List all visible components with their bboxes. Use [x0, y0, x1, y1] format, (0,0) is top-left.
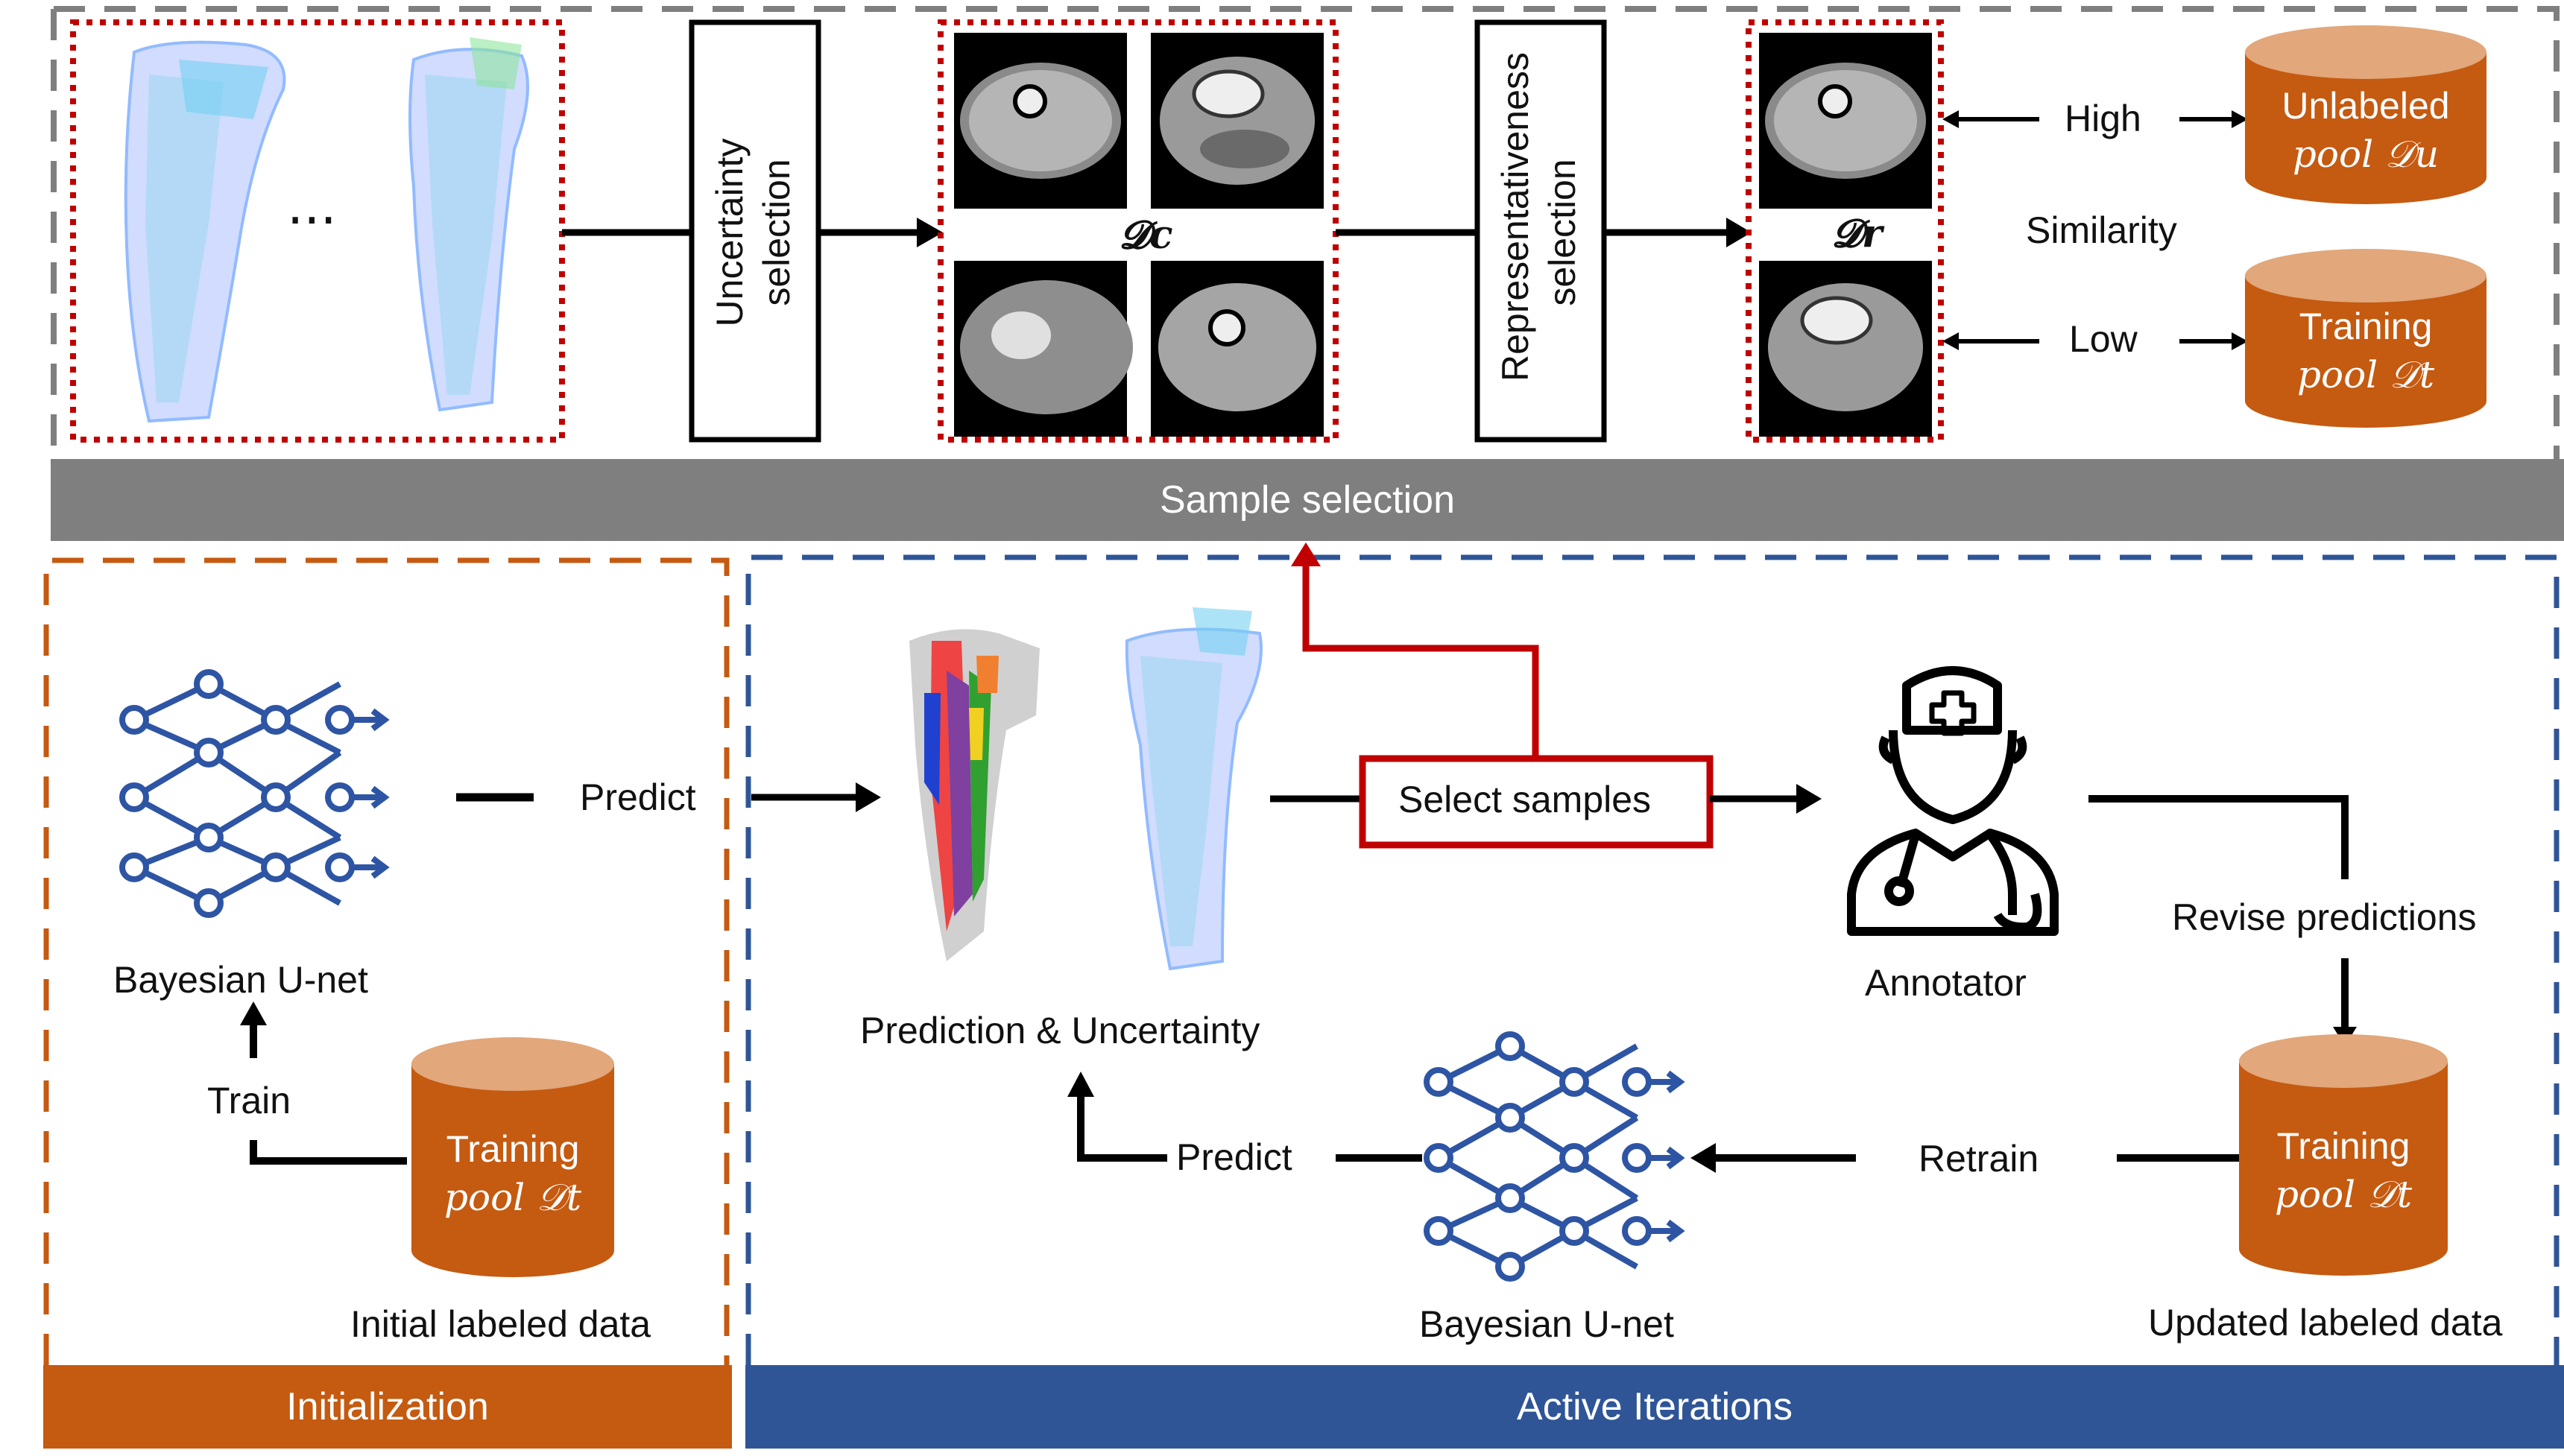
sample-selection-bar: Sample selection — [51, 459, 2564, 541]
arrowhead-dr — [1726, 218, 1752, 247]
mri-slices-dc — [954, 33, 1324, 437]
training-pool-text-active: Training pool 𝒟t — [2274, 1125, 2413, 1216]
annotator-label: Annotator — [1865, 962, 2027, 1004]
dr-panel — [1746, 19, 1944, 443]
init-train-label: Train — [207, 1080, 291, 1121]
sample-selection-title: Sample selection — [1160, 478, 1455, 522]
ellipsis-text: ··· — [287, 190, 337, 251]
training-pool-cylinder-active — [2239, 1034, 2448, 1276]
select-samples-feedback-line — [1302, 557, 1539, 757]
representativeness-selection-label: Representativeness selection — [1494, 52, 1583, 382]
prediction-uncertainty-label: Prediction & Uncertainty — [860, 1010, 1260, 1051]
uncertainty-selection-label: Uncertainty selection — [709, 138, 798, 327]
revise-connector-top — [2088, 795, 2349, 879]
initialization-bar: Initialization — [43, 1365, 732, 1449]
leg-volume-1 — [124, 40, 286, 423]
revise-predictions-label: Revise predictions — [2172, 896, 2477, 938]
high-label: High — [2065, 98, 2141, 139]
uncertainty-map-image — [1125, 607, 1263, 971]
bayesian-unet-icon-init — [119, 669, 390, 918]
active-predict-label: Predict — [1176, 1136, 1292, 1178]
annotator-icon — [1847, 666, 2059, 936]
similarity-label: Similarity — [2026, 209, 2177, 251]
train-connector — [250, 1140, 407, 1165]
active-iterations-title: Active Iterations — [1517, 1385, 1793, 1428]
initial-labeled-data-label: Initial labeled data — [350, 1303, 651, 1345]
bayesian-unet-icon-active — [1424, 1031, 1685, 1282]
predict-connector-active — [1077, 1095, 1167, 1162]
uncertainty-selection-box — [689, 19, 821, 443]
dc-label: 𝓓c — [1120, 212, 1173, 258]
prediction-segmentation-image — [909, 629, 1040, 961]
representativeness-selection-box — [1474, 19, 1607, 443]
dr-label: 𝓓r — [1832, 211, 1883, 256]
select-samples-box — [1359, 755, 1714, 849]
active-network-label: Bayesian U-net — [1419, 1303, 1674, 1345]
select-samples-label: Select samples — [1398, 779, 1652, 820]
training-pool-cylinder-init — [411, 1037, 614, 1277]
arrowhead-dc — [917, 218, 943, 247]
unlabeled-pool-cylinder — [2245, 25, 2486, 204]
init-network-label: Bayesian U-net — [113, 959, 368, 1001]
active-iterations-bar: Active Iterations — [745, 1365, 2564, 1449]
training-pool-cylinder-top — [2245, 249, 2486, 428]
mri-slices-dr — [1759, 33, 1932, 437]
initialization-frame — [43, 557, 730, 1365]
training-pool-text-top: Training pool 𝒟t — [2296, 306, 2435, 396]
initialization-title: Initialization — [286, 1385, 489, 1428]
training-pool-text-init: Training pool 𝒟t — [443, 1128, 582, 1219]
select-samples-feedback-arrowhead — [1291, 542, 1321, 566]
updated-labeled-data-label: Updated labeled data — [2148, 1302, 2503, 1343]
sample-selection-frame-top — [54, 6, 2560, 462]
init-predict-label: Predict — [580, 776, 696, 818]
retrain-label: Retrain — [1919, 1138, 2039, 1180]
leg-volume-2 — [408, 37, 529, 412]
low-label: Low — [2069, 318, 2138, 360]
unlabeled-pool-text: Unlabeled pool 𝒟u — [2282, 85, 2450, 176]
active-iterations-frame — [745, 554, 2560, 1365]
